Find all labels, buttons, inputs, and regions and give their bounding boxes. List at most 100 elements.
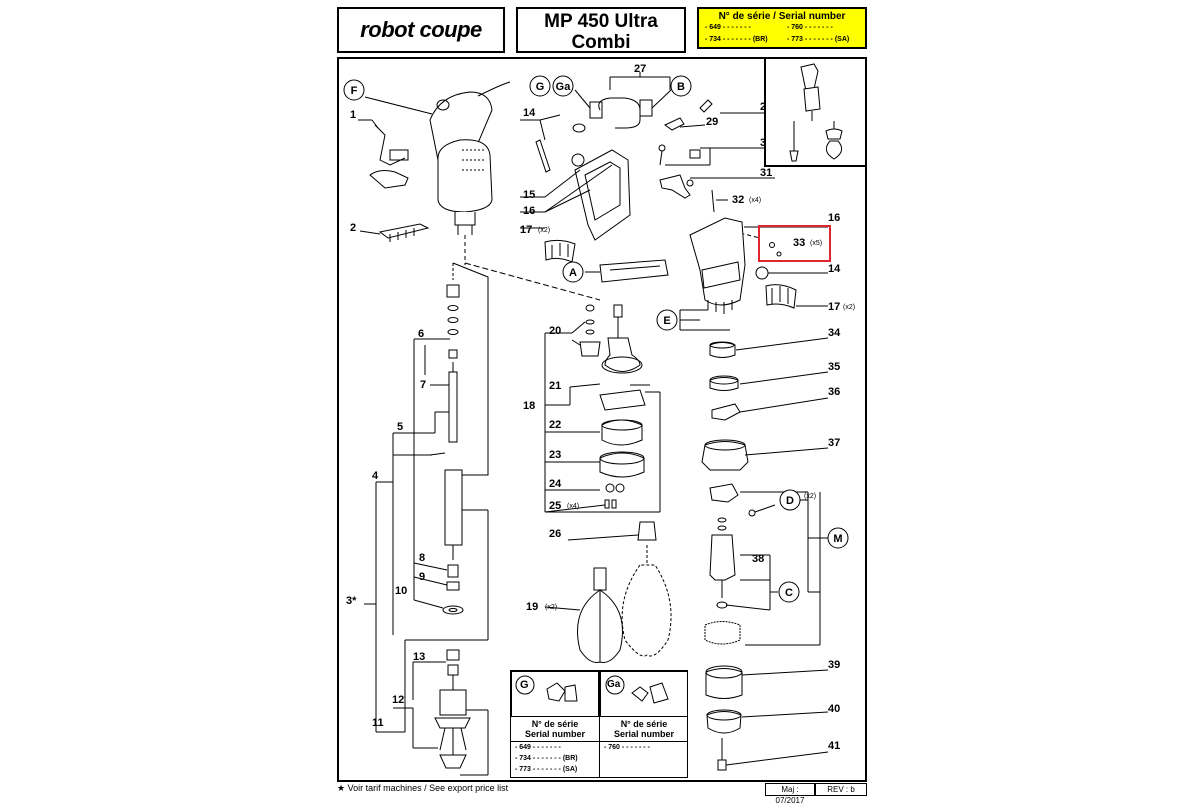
callout-21: 21: [549, 380, 561, 392]
svg-text:M: M: [833, 533, 842, 545]
svg-text:F: F: [351, 85, 358, 97]
callout-9: 9: [419, 571, 425, 583]
callout-d[interactable]: D: [779, 489, 801, 511]
callout-22: 22: [549, 419, 561, 431]
g-serial-fr: N° de série: [531, 719, 579, 729]
callout-26: 26: [549, 528, 561, 540]
part-17-illustration: [544, 239, 576, 263]
callout-5: 5: [397, 421, 403, 433]
callout-14-right: 14: [828, 263, 841, 275]
footer-update-date: Maj : 07/2017: [765, 783, 815, 805]
callout-13: 13: [413, 651, 425, 663]
svg-text:C: C: [785, 587, 793, 599]
ga-serial-en: Serial number: [613, 729, 675, 739]
callout-32: 32: [732, 194, 744, 206]
callout-40: 40: [828, 703, 840, 715]
callout-18: 18: [523, 400, 535, 412]
callout-8: 8: [419, 552, 425, 564]
callout-29: 29: [706, 116, 718, 128]
callout-17: 17: [520, 224, 532, 236]
logo-box: robot coupe: [337, 7, 505, 53]
callout-ga[interactable]: Ga: [552, 75, 574, 97]
callout-4: 4: [372, 470, 379, 482]
g-column: G N° de série Serial number - 649 - - - …: [511, 671, 599, 777]
svg-text:E: E: [663, 315, 670, 327]
handle-illustration: [535, 123, 631, 241]
g-serial-value: - 649 - - - - - - -: [515, 744, 561, 751]
callout-11: 11: [372, 717, 384, 729]
callout-3: 3*: [346, 595, 357, 607]
svg-text:G: G: [536, 81, 545, 93]
letter-callouts: F G Ga B A E D M C: [343, 75, 849, 603]
parts-28-32-illustration: [658, 99, 715, 213]
callout-31: 31: [760, 167, 772, 179]
g-label: G: [520, 679, 529, 691]
serial-value: - 760 - - - - - - -: [787, 24, 833, 31]
callout-39: 39: [828, 659, 840, 671]
serial-title: N° de série / Serial number: [718, 11, 846, 22]
callout-41: 41: [828, 740, 840, 752]
qty-17: (x2): [538, 227, 550, 234]
callout-16: 16: [523, 205, 535, 217]
motor-body-right-illustration: [689, 217, 797, 314]
inset-illustration: [789, 63, 843, 162]
callout-m[interactable]: M: [827, 527, 849, 549]
shaft-assembly-illustration: [442, 284, 464, 615]
part-1-illustration: [369, 124, 409, 189]
number-callouts: 1 2 3* 4 5 6 7 8 9 10 11 12 13 14 15 16 …: [346, 63, 855, 752]
ga-column: Ga N° de série Serial number - 760 - - -…: [599, 671, 688, 777]
callout-33: 33: [793, 237, 805, 249]
callout-38: 38: [752, 553, 764, 565]
part-33-highlight-box[interactable]: [758, 225, 831, 262]
callout-12: 12: [392, 694, 404, 706]
callout-a[interactable]: A: [562, 261, 584, 283]
serial-value: - 734 - - - - - - - (BR): [705, 36, 768, 43]
svg-text:D: D: [786, 495, 794, 507]
serial-value: - 649 - - - - - - -: [705, 24, 751, 31]
g-plug-illustration: [511, 671, 599, 717]
callout-19: 19: [526, 601, 538, 613]
callout-b[interactable]: B: [670, 75, 692, 97]
callout-7: 7: [420, 379, 426, 391]
callout-36: 36: [828, 386, 840, 398]
svg-text:A: A: [569, 267, 577, 279]
cable-illustration: [589, 97, 653, 129]
part-2-illustration: [378, 223, 430, 242]
footer-revision: REV : b: [815, 783, 867, 796]
callout-e[interactable]: E: [656, 309, 678, 331]
serial-value: - 773 - - - - - - - (SA): [787, 36, 850, 43]
g-serial-value: - 773 - - - - - - - (SA): [515, 766, 578, 773]
callout-f[interactable]: F: [343, 79, 365, 101]
callout-16-right: 16: [828, 212, 840, 224]
g-ga-serial-table: G N° de série Serial number - 649 - - - …: [510, 670, 688, 778]
qty-25: (x4): [567, 503, 579, 510]
callout-35: 35: [828, 361, 840, 373]
brand-logo: robot coupe: [360, 17, 482, 42]
callout-20: 20: [549, 325, 561, 337]
callout-c[interactable]: C: [778, 581, 800, 603]
qty-d: (x2): [804, 493, 816, 500]
callout-23: 23: [549, 449, 561, 461]
svg-text:B: B: [677, 81, 685, 93]
callout-g[interactable]: G: [529, 75, 551, 97]
callout-10: 10: [395, 585, 407, 597]
diagram-frame: [337, 57, 867, 782]
qty-19: (x2): [545, 604, 557, 611]
page-title-line2: Combi: [571, 32, 631, 53]
qty-32: (x4): [749, 197, 761, 204]
g-serial-value: - 734 - - - - - - - (BR): [515, 755, 578, 762]
whisk-illustration: [577, 521, 672, 663]
part-a-illustration: [599, 259, 669, 283]
lower-assembly-illustration: [701, 341, 756, 771]
qty-33: (x5): [810, 240, 822, 247]
callout-2: 2: [350, 222, 356, 234]
callout-17-right: 17: [828, 301, 840, 313]
part-33-illustration: [769, 242, 782, 257]
callout-25: 25: [549, 500, 561, 512]
ga-serial-fr: N° de série: [620, 719, 668, 729]
title-box: MP 450 Ultra Combi: [516, 7, 686, 53]
g-serial-en: Serial number: [524, 729, 586, 739]
callout-37: 37: [828, 437, 840, 449]
part-12-illustration: [434, 649, 471, 769]
callout-1: 1: [350, 109, 356, 121]
